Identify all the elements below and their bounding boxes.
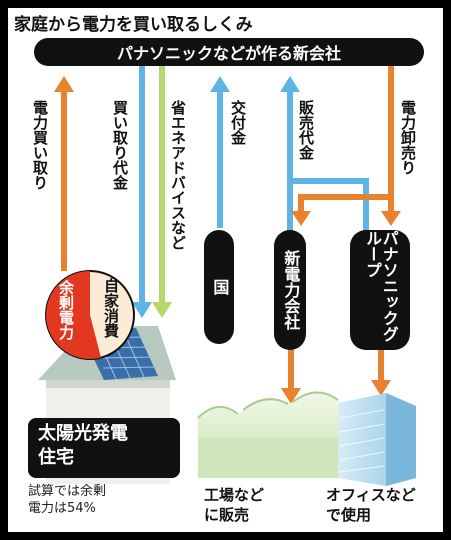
office-label-line2: で使用 xyxy=(326,505,372,524)
solar-house-label: 太陽光発電 住宅 xyxy=(28,418,180,478)
surplus-note-line2: 電力は54% xyxy=(28,500,96,516)
factory-label: 工場など に販売 xyxy=(204,486,264,525)
surplus-note: 試算では余剰 電力は54% xyxy=(28,484,106,518)
surplus-label: 余剰電力 xyxy=(57,280,75,340)
label-wholesale: 電力卸売り xyxy=(399,100,417,175)
arrow-to-factory xyxy=(281,348,301,404)
office-label: オフィスなど で使用 xyxy=(326,486,416,525)
arrow-buy-power xyxy=(54,76,74,271)
arrow-to-office xyxy=(371,348,391,396)
label-payment: 買い取り代金 xyxy=(111,100,129,190)
label-subsidy: 交付金 xyxy=(229,100,247,145)
diagram-frame: 家庭から電力を買い取るしくみ パナソニックなどが作る新会社 電力買い取り 買い取… xyxy=(8,8,443,532)
power-company-node: 新電力会社 xyxy=(274,230,306,350)
arrow-sales-revenue xyxy=(280,76,369,238)
surplus-ratio-circle xyxy=(45,270,135,360)
label-advice: 省エネアドバイスなど xyxy=(169,100,187,250)
factory-label-line1: 工場など xyxy=(204,486,265,504)
label-buy-power: 電力買い取り xyxy=(31,100,49,190)
government-node: 国 xyxy=(204,230,234,344)
arrow-subsidy xyxy=(210,76,230,228)
office-illustration xyxy=(338,393,416,486)
panasonic-group-node: パナソニックグループ xyxy=(350,230,410,350)
factory-label-line2: に販売 xyxy=(204,505,250,524)
arrow-advice xyxy=(152,66,172,318)
arrow-payment xyxy=(132,66,152,318)
self-use-label: 自家消費 xyxy=(102,278,120,338)
diagram-title: 家庭から電力を買い取るしくみ xyxy=(14,15,253,35)
surplus-note-line1: 試算では余剰 xyxy=(28,484,107,499)
new-company-bar: パナソニックなどが作る新会社 xyxy=(34,38,424,66)
office-label-line1: オフィスなど xyxy=(326,486,416,504)
solar-house-label-line2: 住宅 xyxy=(38,447,74,469)
factory-illustration xyxy=(197,391,339,478)
label-sales-revenue: 販売代金 xyxy=(297,100,315,160)
solar-house-label-line1: 太陽光発電 xyxy=(38,423,128,444)
arrow-wholesale xyxy=(291,66,401,226)
surplus-slice xyxy=(46,271,101,359)
